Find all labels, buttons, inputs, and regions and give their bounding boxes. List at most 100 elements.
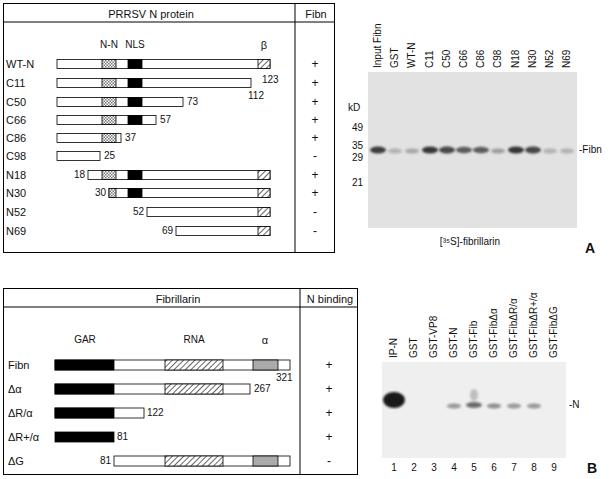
lane-label: GST bbox=[390, 47, 400, 68]
lane-label: GST-FibΔG bbox=[549, 306, 559, 358]
lane-label: C86 bbox=[476, 50, 486, 68]
binding-result: + bbox=[311, 114, 318, 126]
binding-result: + bbox=[325, 431, 332, 443]
band-label: -Fibn bbox=[579, 145, 602, 155]
residue-number: 30 bbox=[95, 188, 106, 198]
marker-size: 21 bbox=[352, 178, 363, 188]
marker-size: 35 bbox=[352, 141, 363, 151]
lane-label: IP-N bbox=[389, 338, 399, 358]
residue-number: 81 bbox=[100, 456, 111, 466]
binding-result: + bbox=[311, 96, 318, 108]
table-box: PRRSV N protein Fibn bbox=[3, 3, 335, 253]
lane-number: 6 bbox=[491, 463, 497, 473]
lane-number: 9 bbox=[551, 463, 557, 473]
lane-number: 1 bbox=[391, 463, 397, 473]
lane-label: C66 bbox=[459, 50, 469, 68]
binding-result: + bbox=[311, 77, 318, 89]
lane-label: N30 bbox=[528, 50, 538, 68]
construct-name: ΔR+/α bbox=[8, 432, 39, 443]
autoradiograph-gel bbox=[368, 72, 577, 228]
panel-letter: B bbox=[587, 461, 597, 475]
residue-number: 73 bbox=[187, 97, 198, 107]
construct-name: ΔG bbox=[8, 456, 24, 467]
unit-label: kD bbox=[348, 103, 360, 113]
lane-label: C98 bbox=[493, 50, 503, 68]
binding-result: + bbox=[325, 407, 332, 419]
binding-result: + bbox=[325, 383, 332, 395]
binding-result: - bbox=[327, 455, 331, 467]
lane-number: 2 bbox=[411, 463, 417, 473]
table-heading: Fibrillarin bbox=[156, 294, 201, 305]
residue-number: 123 bbox=[262, 75, 279, 85]
fibrillarin-constructs bbox=[55, 360, 290, 466]
binding-result: - bbox=[313, 150, 317, 162]
lane-label: N69 bbox=[562, 50, 572, 68]
lane-label: GST-N bbox=[449, 327, 459, 358]
n-protein-constructs bbox=[57, 60, 270, 236]
residue-number: 267 bbox=[254, 384, 271, 394]
residue-number: 57 bbox=[160, 115, 171, 125]
residue-number: 52 bbox=[133, 207, 144, 217]
lane-label: C50 bbox=[442, 50, 452, 68]
domain-label: α bbox=[262, 335, 268, 346]
residue-number: 81 bbox=[117, 432, 128, 442]
construct-name: Δα bbox=[8, 384, 22, 395]
domain-label: RNA bbox=[183, 335, 204, 345]
lane-number: 8 bbox=[531, 463, 537, 473]
lane-label: Input Fibn bbox=[373, 24, 383, 68]
binding-result: + bbox=[311, 187, 318, 199]
lane-label: N18 bbox=[511, 50, 521, 68]
lane-label: GST bbox=[409, 337, 419, 358]
residue-number: 18 bbox=[74, 170, 85, 180]
lane-number: 5 bbox=[471, 463, 477, 473]
band-label: -N bbox=[569, 400, 580, 410]
binding-result: + bbox=[311, 58, 318, 70]
table-box: Fibrillarin N binding bbox=[3, 288, 358, 475]
construct-name: N52 bbox=[6, 207, 26, 218]
residue-number: 321 bbox=[276, 373, 293, 383]
construct-name: ΔR/α bbox=[8, 408, 33, 419]
lane-number: 7 bbox=[511, 463, 517, 473]
table-rules bbox=[3, 3, 358, 475]
domain-label: β bbox=[261, 40, 267, 51]
domain-label: GAR bbox=[74, 335, 96, 345]
binding-result: + bbox=[311, 132, 318, 144]
construct-name: N30 bbox=[6, 188, 26, 199]
marker-size: 29 bbox=[352, 153, 363, 163]
binding-result: + bbox=[325, 359, 332, 371]
binding-result: + bbox=[311, 169, 318, 181]
binding-result: - bbox=[313, 206, 317, 218]
construct-name: WT-N bbox=[6, 59, 34, 70]
construct-name: N18 bbox=[6, 170, 26, 181]
construct-name: C98 bbox=[6, 151, 26, 162]
lane-number: 4 bbox=[451, 463, 457, 473]
lane-label: WT-N bbox=[407, 42, 417, 68]
column-heading: Fibn bbox=[305, 9, 326, 20]
lane-number: 3 bbox=[431, 463, 437, 473]
lane-label: C11 bbox=[425, 50, 435, 68]
construct-name: C50 bbox=[6, 97, 26, 108]
residue-number: 25 bbox=[104, 151, 115, 161]
domain-label: N-N bbox=[100, 40, 118, 50]
lane-label: N52 bbox=[545, 50, 555, 68]
table-heading: PRRSV N protein bbox=[108, 9, 194, 20]
lane-label: GST-VP8 bbox=[429, 316, 439, 358]
construct-name: C86 bbox=[6, 133, 26, 144]
construct-name: Fibn bbox=[8, 360, 29, 371]
column-heading: N binding bbox=[307, 294, 353, 305]
marker-size: 49 bbox=[352, 123, 363, 133]
probe-label: [³⁵S]-fibrillarin bbox=[440, 237, 500, 247]
lane-label: GST-FibΔR/α bbox=[509, 298, 519, 358]
residue-number: 112 bbox=[248, 91, 264, 101]
construct-name: N69 bbox=[6, 226, 26, 237]
construct-name: C11 bbox=[6, 78, 25, 89]
residue-number: 69 bbox=[162, 226, 173, 236]
domain-label: NLS bbox=[125, 40, 144, 50]
binding-result: - bbox=[313, 225, 317, 237]
residue-number: 122 bbox=[147, 408, 164, 418]
panel-letter: A bbox=[585, 241, 595, 255]
lane-label: GST-Fib bbox=[469, 321, 479, 358]
lane-label: GST-FibΔα bbox=[489, 308, 499, 358]
lane-label: GST-FibΔR+/α bbox=[529, 292, 539, 358]
